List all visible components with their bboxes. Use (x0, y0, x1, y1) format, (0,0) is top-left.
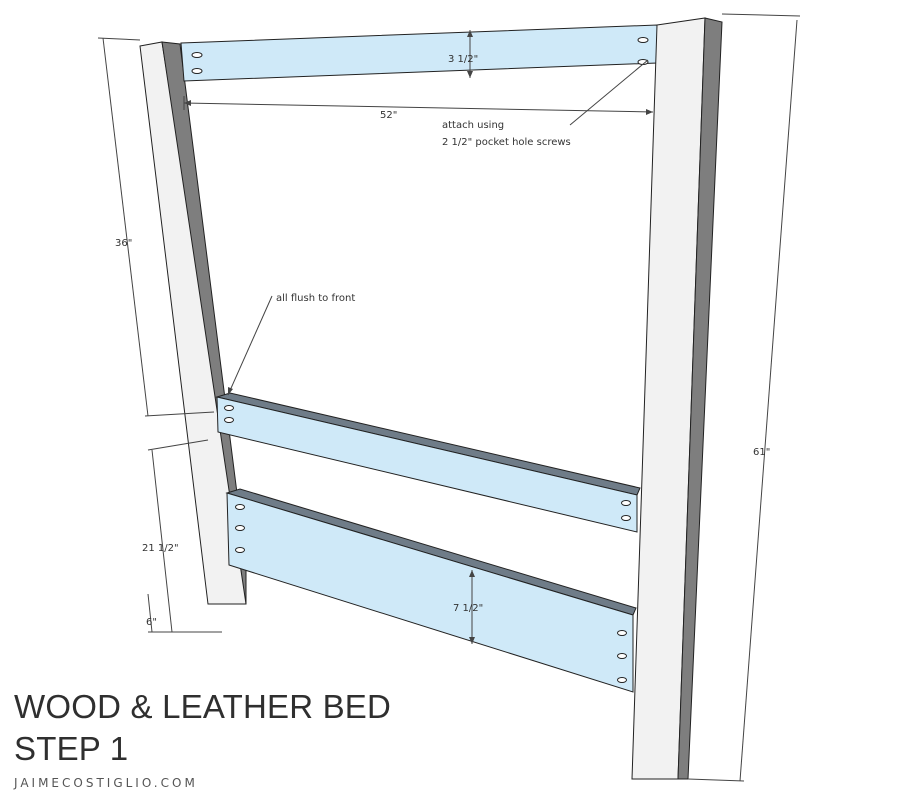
pocket-hole (235, 547, 245, 553)
middle-rail-face (216, 396, 638, 533)
top-rail (180, 24, 658, 82)
pocket-hole (617, 653, 627, 659)
pocket-hole (617, 630, 627, 636)
top-rail-face (180, 24, 658, 82)
pocket-hole (621, 515, 631, 521)
dimension-lines (97, 13, 801, 782)
middle-rail (215, 392, 641, 533)
dim-bottom-gap: 6" (146, 617, 157, 628)
pocket-hole (617, 677, 627, 683)
pocket-hole (191, 52, 203, 58)
dim-lower-rails-span: 21 1/2" (142, 543, 179, 554)
pocket-hole (637, 37, 649, 43)
title-block: WOOD & LEATHER BED STEP 1 JAIMECOSTIGLIO… (14, 686, 391, 790)
note-screws-line1: attach using (442, 120, 504, 131)
right-post (631, 17, 723, 780)
note-flush: all flush to front (276, 293, 355, 304)
title-step: STEP 1 (14, 730, 129, 767)
pocket-hole (224, 405, 234, 411)
bottom-rail (225, 488, 637, 693)
pocket-hole (224, 417, 234, 423)
dim-upper-post: 36" (115, 238, 132, 249)
note-screws-line2: 2 1/2" pocket hole screws (442, 137, 571, 148)
dim-top-rail-height: 3 1/2" (448, 54, 478, 65)
site-url: JAIMECOSTIGLIO.COM (14, 776, 198, 790)
dim-bottom-rail-height: 7 1/2" (453, 603, 483, 614)
title-main: WOOD & LEATHER BED (14, 688, 392, 725)
pocket-hole (621, 500, 631, 506)
dim-rail-span: 52" (380, 110, 397, 121)
bottom-rail-face (226, 492, 634, 693)
pocket-hole (235, 504, 245, 510)
pocket-hole (235, 525, 245, 531)
dimension-arrowheads (184, 30, 653, 644)
pocket-hole (191, 68, 203, 74)
dim-post-height: 61" (753, 447, 770, 458)
